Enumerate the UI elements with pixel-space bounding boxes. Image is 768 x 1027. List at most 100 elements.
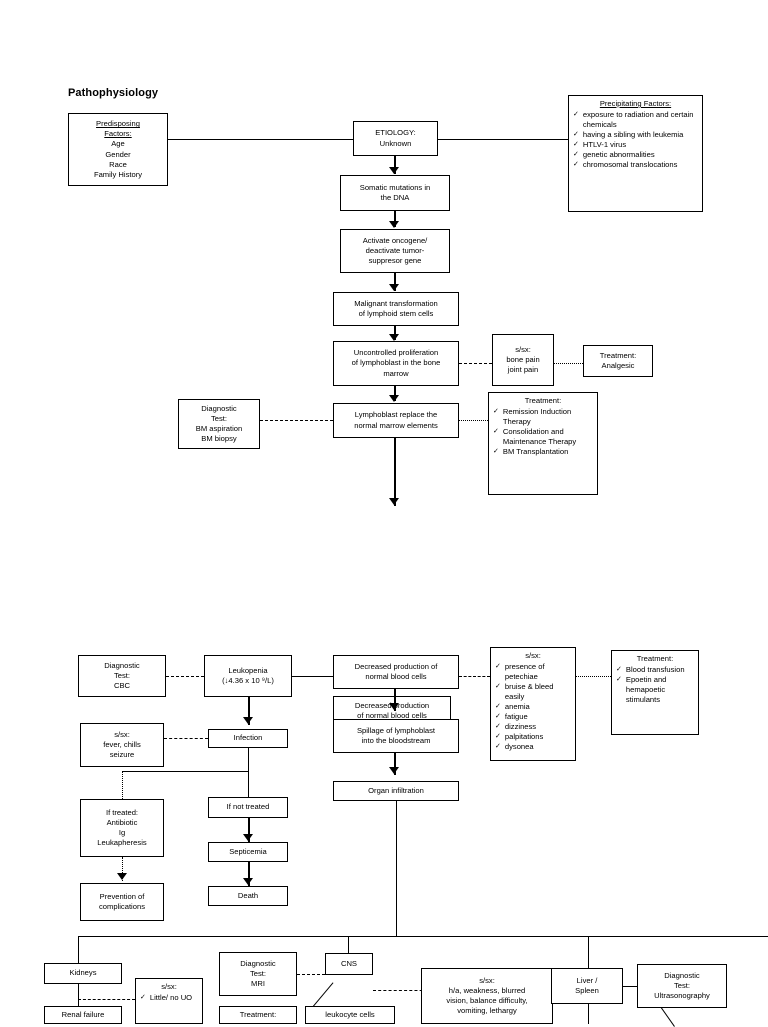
connector-liver-ultrasound	[623, 986, 637, 987]
precipitating-factors-box: Precipitating Factors: ✓exposure to radi…	[568, 95, 703, 212]
death-label: Death	[237, 890, 259, 900]
connector-organ-distribution-stem	[396, 801, 397, 936]
connector-septicemia-death	[248, 862, 250, 886]
liver-spleen-line-1: Liver /	[576, 975, 598, 985]
predisposing-heading-2: Factors:	[104, 129, 132, 139]
decreased-prod-dup-line-2: of normal blood cells	[357, 711, 427, 720]
treatment-analgesic-heading: Treatment:	[599, 350, 637, 360]
precipitating-item: ✓having a sibling with leukemia	[573, 130, 684, 140]
leukopenia-label: Leukopenia	[228, 665, 268, 675]
connector-liver-down	[588, 1004, 589, 1024]
septicemia-label: Septicemia	[229, 846, 267, 856]
oncogene-box: Activate oncogene/ deactivate tumor- sup…	[340, 229, 450, 273]
predisposing-item-gender: Gender	[105, 149, 131, 159]
ssx-cns-line-2: vision, balance difficulty,	[446, 996, 528, 1005]
if-treated-line-2: Antibiotic	[106, 817, 138, 827]
dx-ultra-line-1: Diagnostic	[664, 970, 700, 980]
arrow-down-somatic	[389, 167, 399, 174]
check-icon: ✓	[616, 666, 622, 674]
connector-iftreated-prevention	[122, 857, 123, 881]
check-icon: ✓	[616, 676, 622, 684]
leukocyte-cells-box: leukocyte cells	[305, 1006, 395, 1024]
ssx-bone-pain-box: s/sx: bone pain joint pain	[492, 334, 554, 386]
renal-failure-label: Renal failure	[61, 1009, 105, 1019]
connector-ssx-fever-infection	[164, 738, 208, 739]
ssx-bone-line-1: bone pain	[506, 354, 540, 364]
connector-leukopenia-decreased	[292, 676, 333, 677]
treatment-blood-box: Treatment: ✓Blood transfusion ✓Epoetin a…	[611, 650, 699, 735]
dx-bm-line-2: Test:	[210, 413, 228, 423]
infection-box: Infection	[208, 729, 288, 748]
ssx-fever-line-2: seizure	[109, 750, 135, 759]
connector-decreased-ssx-blood	[459, 676, 490, 677]
arrow-down-lymphoblast	[389, 395, 399, 402]
ssx-blood-item: ✓fatigue	[495, 712, 528, 722]
treatment-analgesic-box: Treatment: Analgesic	[583, 345, 653, 377]
kidneys-label: Kidneys	[69, 968, 97, 978]
etiology-label: ETIOLOGY:	[375, 128, 416, 138]
check-icon: ✓	[493, 428, 499, 436]
ssx-cns-box: s/sx: h/a, weakness, blurred vision, bal…	[421, 968, 553, 1024]
predisposing-item-family-history: Family History	[93, 169, 143, 179]
connector-malignant-uncontrolled	[394, 326, 396, 340]
dx-bm-line-4: BM biopsy	[201, 434, 237, 444]
predisposing-heading-1: Predisposing	[96, 119, 140, 129]
connector-spillage-organ	[394, 753, 396, 775]
arrow-down-oncogene	[389, 221, 399, 228]
check-icon: ✓	[140, 994, 146, 1002]
precipitating-item: ✓genetic abnormalities	[573, 150, 655, 160]
somatic-mutations-box: Somatic mutations in the DNA	[340, 175, 450, 211]
connector-organ-distribution-bar	[78, 936, 768, 937]
check-icon: ✓	[573, 161, 579, 169]
dx-mri-line-2: Test:	[249, 968, 267, 978]
decreased-production-box: Decreased production of normal blood cel…	[333, 655, 459, 689]
lymphoblast-line-1: Lymphoblast replace the	[354, 410, 438, 420]
malignant-line-2: of lymphoid stem cells	[358, 309, 434, 318]
connector-etiology-somatic	[394, 156, 396, 174]
if-not-treated-box: If not treated	[208, 797, 288, 818]
diagnostic-test-mri-box: Diagnostic Test: MRI	[219, 952, 297, 996]
diagnostic-test-cbc-box: Diagnostic Test: CBC	[78, 655, 166, 697]
connector-bar-kidneys	[78, 936, 79, 963]
check-icon: ✓	[495, 663, 501, 671]
ssx-fever-line-1: fever, chills	[103, 739, 141, 749]
arrow-down-death	[243, 878, 253, 885]
connector-bar-liver	[588, 936, 589, 968]
oncogene-line-1: Activate oncogene/	[362, 235, 428, 245]
connector-ifnot-septicemia	[248, 818, 250, 842]
malignant-transformation-box: Malignant transformation of lymphoid ste…	[333, 292, 459, 326]
somatic-line-1: Somatic mutations in	[359, 182, 431, 192]
connector-infection-branch-bar	[122, 771, 248, 772]
ssx-blood-item: ✓dysonea	[495, 742, 534, 752]
arrow-down-uncontrolled	[389, 334, 399, 341]
ssx-blood-item: ✓dizziness	[495, 722, 537, 732]
ssx-cns-heading: s/sx:	[479, 975, 495, 985]
treatment-analgesic-value: Analgesic	[601, 361, 635, 370]
ssx-blood-item: ✓anemia	[495, 702, 530, 712]
treatment-blood-item: ✓Blood transfusion	[616, 665, 685, 675]
check-icon: ✓	[573, 111, 579, 119]
precipitating-heading: Precipitating Factors:	[599, 99, 672, 108]
ssx-fever-box: s/sx: fever, chills seizure	[80, 723, 164, 767]
ssx-fever-heading: s/sx:	[114, 729, 130, 739]
ssx-renal-heading: s/sx:	[161, 982, 177, 991]
check-icon: ✓	[495, 683, 501, 691]
death-box: Death	[208, 886, 288, 906]
uncontrolled-line-3: marrow	[383, 368, 409, 378]
if-treated-line-1: If treated:	[105, 807, 139, 817]
check-icon: ✓	[495, 733, 501, 741]
connector-branch-if-not-treated	[248, 771, 249, 797]
oncogene-line-3: suppresor gene	[368, 256, 422, 265]
organ-infiltration-label: Organ infiltration	[368, 785, 424, 795]
diagnostic-test-bm-box: Diagnostic Test: BM aspiration BM biopsy	[178, 399, 260, 449]
arrow-down-malignant	[389, 284, 399, 291]
arrow-down-septicemia	[243, 834, 253, 841]
arrow-down-section1-exit	[389, 498, 399, 505]
arrow-down-prevention	[117, 873, 127, 880]
somatic-line-2: the DNA	[380, 193, 410, 202]
organ-infiltration-box: Organ infiltration	[333, 781, 459, 801]
connector-leukopenia-infection	[248, 697, 250, 725]
etiology-box: ETIOLOGY: Unknown	[353, 121, 438, 156]
connector-ssx-bone-treatment	[554, 363, 583, 364]
treatment-main-item: ✓Consolidation and Maintenance Therapy	[493, 427, 577, 447]
